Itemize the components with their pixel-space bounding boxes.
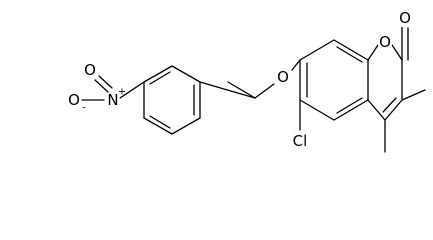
bond-ph-5-6 xyxy=(143,65,173,83)
bond-c4a-c5-double xyxy=(336,97,363,114)
bond-c7-o-ether xyxy=(291,59,301,71)
bond-ch2-ph xyxy=(227,81,256,99)
atom-label-background xyxy=(67,91,81,109)
nitro-nitrogen-label: N xyxy=(107,91,118,109)
chlorine-label: Cl xyxy=(293,132,308,150)
atom-label-background xyxy=(106,91,120,109)
bond-c3-methyl xyxy=(401,89,426,101)
ether-oxygen-label: O xyxy=(277,68,289,86)
nitro-oxygen-top-label: O xyxy=(84,61,96,79)
bond-o-ch2 xyxy=(254,83,275,99)
nitro-oxygen-left-label: O xyxy=(68,91,80,109)
bond-c3-c4-double xyxy=(382,97,397,113)
atom-label-background xyxy=(276,68,290,86)
bond-c4-c4a xyxy=(367,99,386,121)
nitro-minus-label: - xyxy=(82,103,86,114)
atom-label-background xyxy=(291,132,309,150)
bond-c8a-o1 xyxy=(367,44,379,61)
ring-oxygen-label: O xyxy=(379,33,391,51)
bond-c3-c4 xyxy=(384,99,403,121)
bond-o1-c2 xyxy=(391,44,403,61)
bond-ph-3-4-double xyxy=(149,115,171,129)
atom-label-background xyxy=(83,61,97,79)
bond-ph-2-3 xyxy=(171,117,201,135)
nitro-plus-label: + xyxy=(118,87,126,98)
bond-c8-c8a xyxy=(333,39,369,61)
bond-c5-c6 xyxy=(299,99,335,121)
bond-ph-6-1 xyxy=(171,65,201,83)
bond-ph-5-6-double xyxy=(149,71,171,85)
atom-label-background xyxy=(398,9,412,27)
bond-ph-3-4 xyxy=(143,117,173,135)
bond-n-o-top xyxy=(94,79,109,93)
bond-c4a-c5 xyxy=(333,99,369,121)
carbonyl-oxygen-label: O xyxy=(399,9,411,27)
bond-ch2-ipso xyxy=(199,81,256,99)
bond-c7-c8 xyxy=(299,39,335,61)
bond-c8-c8a-double xyxy=(336,46,363,63)
bond-ph-n xyxy=(119,81,145,99)
bond-n-o-top-double xyxy=(98,75,113,89)
atom-label-background xyxy=(378,33,392,51)
